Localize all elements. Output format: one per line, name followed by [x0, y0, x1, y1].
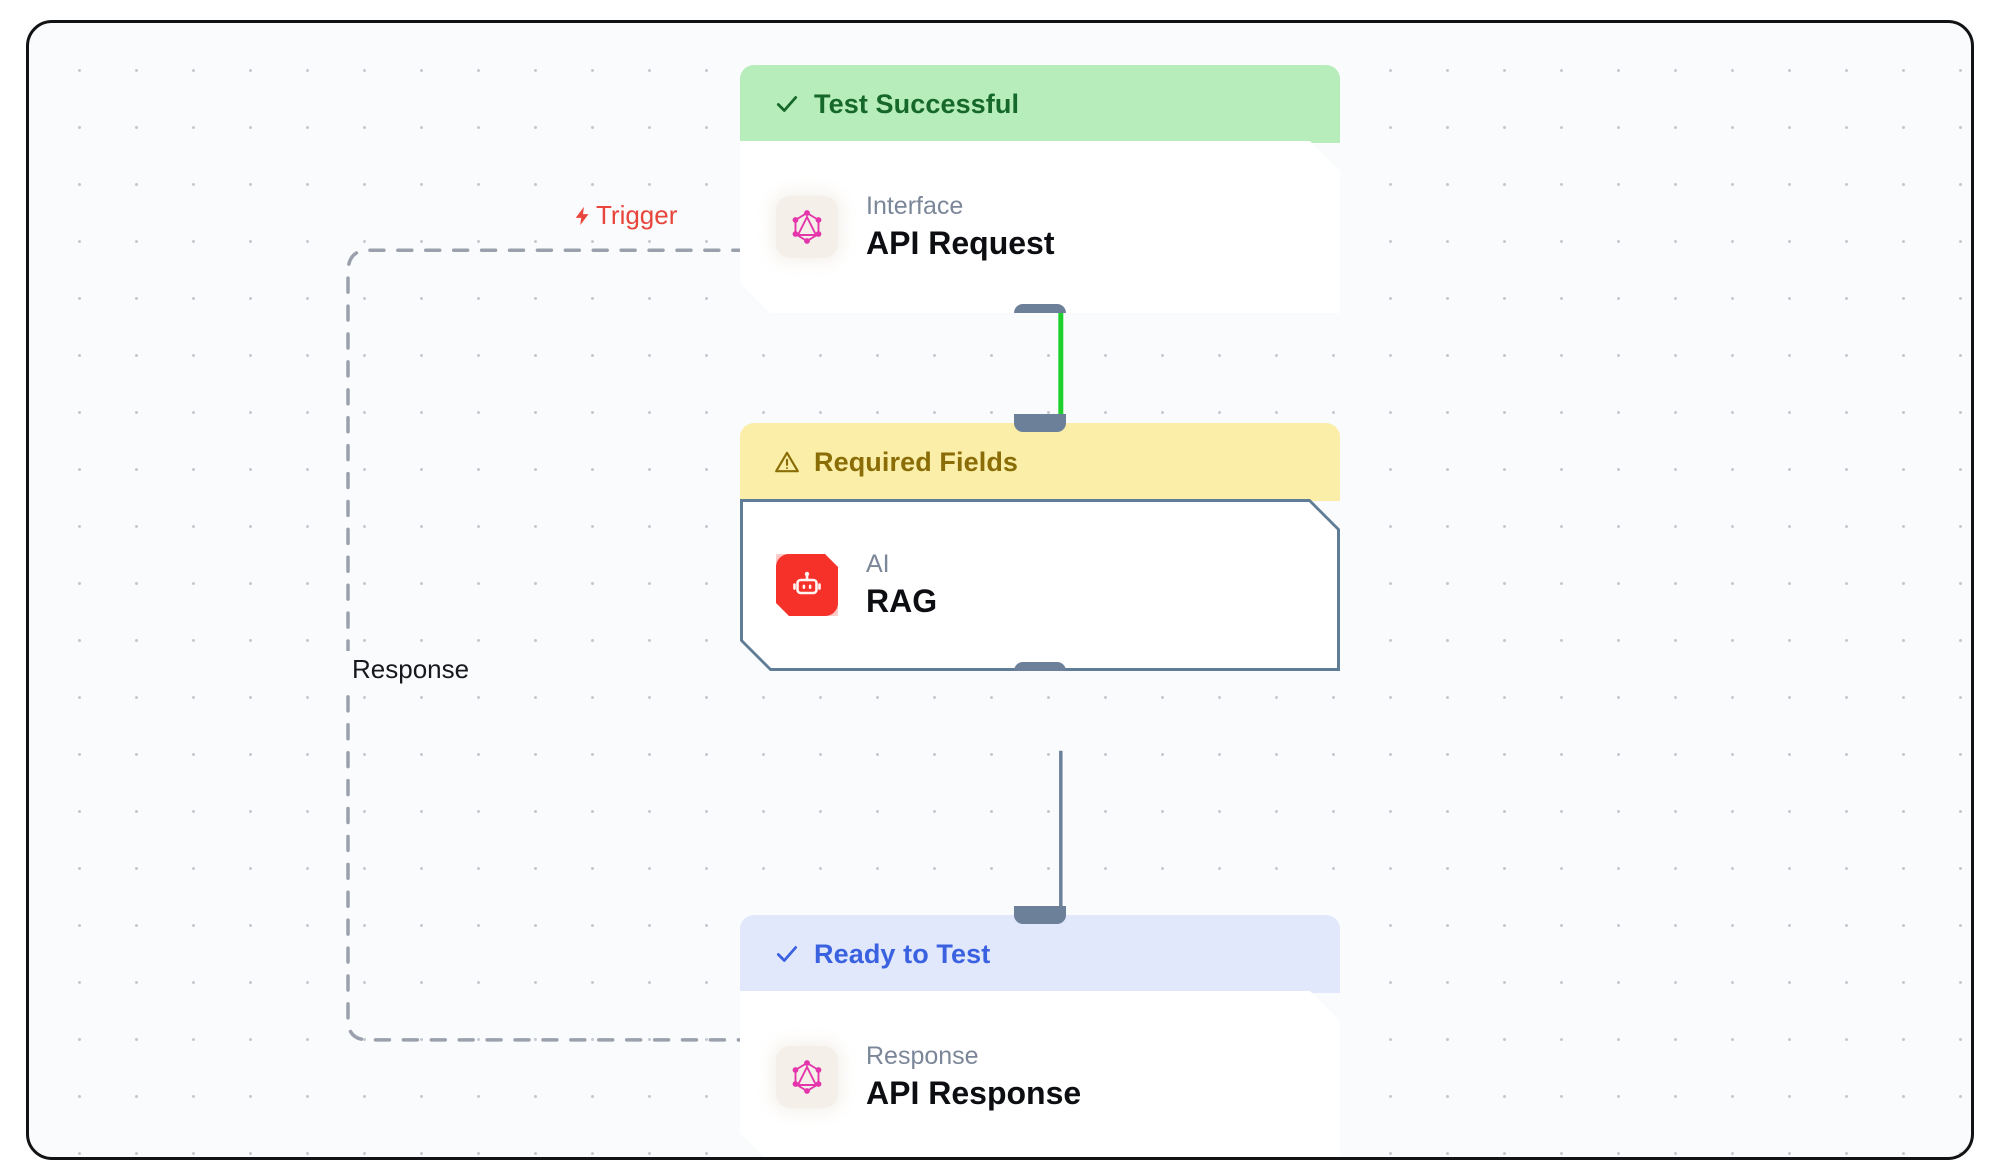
status-badge-ready-to-test: Ready to Test [740, 906, 1340, 993]
node-api-request[interactable]: Test Successful Interface API Request [740, 65, 1340, 313]
check-icon [774, 91, 800, 117]
lightning-bolt-icon [572, 202, 594, 230]
status-badge-test-successful: Test Successful [740, 65, 1340, 143]
node-handle-top[interactable] [1014, 906, 1066, 924]
node-title-label: RAG [866, 583, 938, 620]
node-text-group: Interface API Request [866, 193, 1054, 262]
node-handle-bottom[interactable] [1014, 662, 1066, 680]
edge-label-trigger-text: Trigger [596, 200, 678, 230]
node-kind-label: Interface [866, 191, 964, 220]
status-badge-required-fields: Required Fields [740, 414, 1340, 501]
node-kind-label: AI [866, 549, 890, 578]
node-kind-label: Response [866, 1041, 979, 1070]
node-text-group: Response API Response [866, 1043, 1081, 1112]
robot-icon [776, 554, 838, 616]
flow-canvas[interactable]: Trigger Response Test Successful [26, 20, 1974, 1160]
warning-icon [774, 449, 800, 475]
node-card-inner: AI RAG [743, 502, 1337, 668]
node-card-body[interactable]: AI RAG [740, 499, 1340, 671]
status-badge-label: Required Fields [814, 446, 1019, 477]
node-card-body[interactable]: Response API Response [740, 991, 1340, 1160]
graphql-icon [776, 1046, 838, 1108]
node-handle-bottom[interactable] [1014, 304, 1066, 322]
node-text-group: AI RAG [866, 551, 937, 620]
edge-label-response-text: Response [352, 654, 470, 684]
status-badge-label: Test Successful [814, 88, 1020, 119]
edge-label-response: Response [342, 651, 480, 688]
node-handle-top[interactable] [1014, 414, 1066, 432]
check-icon [774, 941, 800, 967]
node-title-label: API Request [866, 225, 1055, 262]
node-card-body[interactable]: Interface API Request [740, 141, 1340, 313]
node-title-label: API Response [866, 1075, 1082, 1112]
status-badge-label: Ready to Test [814, 938, 991, 969]
node-rag[interactable]: Required Fields AI RAG [740, 414, 1340, 671]
edge-trigger-dashed [346, 248, 749, 1042]
edge-label-trigger: Trigger [572, 200, 677, 231]
graphql-icon [776, 196, 838, 258]
node-api-response[interactable]: Ready to Test Response API Response [740, 906, 1340, 1160]
